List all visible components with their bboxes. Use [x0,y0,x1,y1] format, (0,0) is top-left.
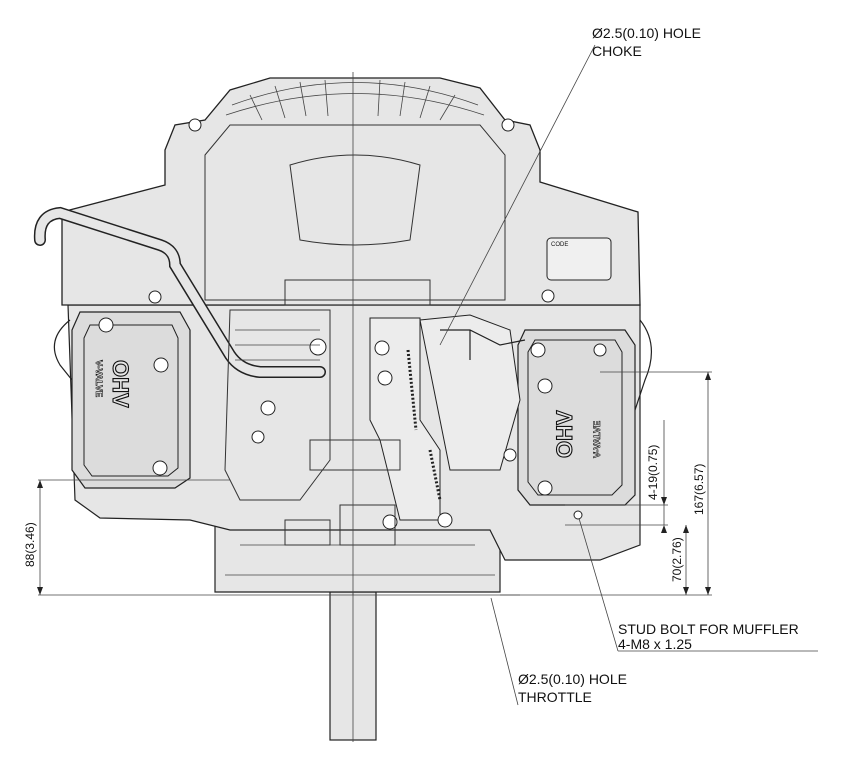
leader-lines [439,44,818,706]
muffler-thread-label: 4-M8 x 1.25 [618,636,692,652]
dim-right [500,371,712,596]
cylinder-detail [224,309,331,501]
bolt-right [541,289,555,303]
choke-hole-label: Ø2.5(0.10) HOLE [592,25,701,41]
breather-tube [35,208,325,377]
bolt-left [148,290,162,304]
top-bolt-left [188,118,202,132]
valve-cover-left-text: OHV [108,360,133,408]
throttle-label: THROTTLE [518,689,592,705]
muffler-stud-label: STUD BOLT FOR MUFFLER [618,621,799,637]
right-side-hose [634,319,653,411]
shroud-panel [204,124,506,301]
valve-cover-right-subtext: V-VALVE [592,421,602,458]
left-side-hose [53,319,73,381]
valve-cover-right: OHV V-VALVE [517,329,636,506]
dim-left-88 [37,479,520,596]
bolt-middle-lower [251,430,265,444]
lower-bracket [284,504,396,546]
cooling-fins [235,329,320,361]
choke-label: CHOKE [592,43,642,59]
dim-overall-height-label: 167(6.57) [692,464,706,515]
dim-hole-spacing-label: 4-19(0.75) [646,445,660,500]
valve-cover-right-text: OHV [552,410,577,458]
intake-base [284,279,431,306]
bolt-middle-left [260,400,276,416]
code-label: CODE [551,242,568,248]
dim-stud-height-label: 70(2.76) [670,537,684,582]
dim-left-88-label: 88(3.46) [23,522,37,567]
top-bolt-right [501,118,515,132]
code-plate [546,237,612,281]
sump-bracket [309,439,401,471]
valve-cover-left-subtext: V-VALVE [94,360,104,397]
valve-cover-left: OHV V-VALVE [71,311,191,489]
throttle-hole-label: Ø2.5(0.10) HOLE [518,671,627,687]
fan-grille [225,79,485,121]
engine-base [214,519,501,593]
air-intake-cover [289,154,421,246]
blower-housing [61,77,641,306]
